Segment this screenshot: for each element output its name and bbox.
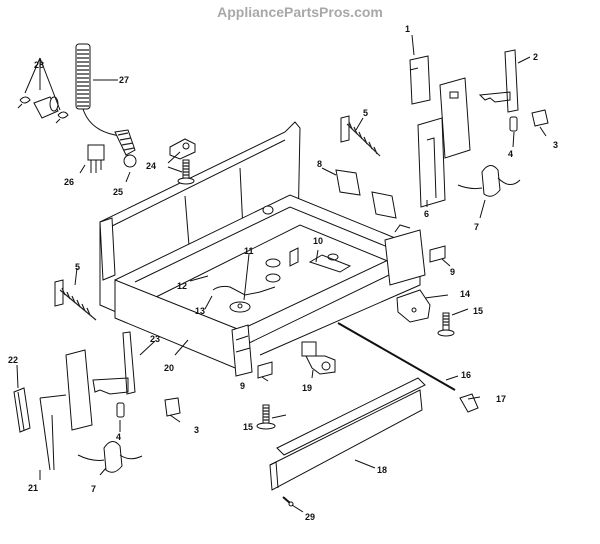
callout-17[interactable]: 17 (496, 394, 506, 404)
hinge-bracket-part-2[interactable] (478, 49, 519, 113)
callout-3-top[interactable]: 3 (553, 140, 558, 150)
callout-25[interactable]: 25 (113, 187, 123, 197)
door-switch-part-7-left[interactable] (77, 441, 143, 473)
wire-harness-part-13[interactable] (212, 285, 276, 296)
leader-lines (16, 34, 547, 513)
switch-part-3[interactable] (531, 109, 549, 127)
spring-part-5-left[interactable] (54, 279, 97, 321)
callout-22[interactable]: 22 (8, 355, 18, 365)
callout-21[interactable]: 21 (28, 483, 38, 493)
callout-24[interactable]: 24 (146, 161, 156, 171)
watermark: AppliancePartsPros.com (217, 4, 383, 20)
callout-29[interactable]: 29 (305, 512, 315, 522)
rod-part-16[interactable] (337, 322, 456, 391)
callout-12[interactable]: 12 (177, 281, 187, 291)
float-part-11[interactable] (229, 301, 251, 313)
callout-7-left[interactable]: 7 (91, 484, 96, 494)
callout-16[interactable]: 16 (461, 370, 471, 380)
callout-14[interactable]: 14 (460, 289, 470, 299)
leveling-leg-part-24[interactable] (169, 138, 196, 185)
callout-26[interactable]: 26 (64, 177, 74, 187)
hose-coupling-part-28[interactable] (17, 96, 69, 124)
callout-1[interactable]: 1 (405, 24, 410, 34)
leveling-leg-part-15-left[interactable] (256, 404, 276, 430)
grommet-part-25[interactable] (123, 154, 137, 168)
base-frame-part-20[interactable] (99, 121, 426, 377)
callout-23[interactable]: 23 (150, 334, 160, 344)
latch-part-22[interactable] (13, 387, 31, 433)
callout-labels: 1 2 3 3 4 4 5 5 6 7 7 8 9 9 10 11 12 13 … (8, 24, 558, 522)
cap-part-17[interactable] (459, 393, 479, 413)
callout-13[interactable]: 13 (195, 306, 205, 316)
callout-15-right[interactable]: 15 (473, 306, 483, 316)
screw-part-29[interactable] (282, 496, 294, 507)
latch-bracket-part-21[interactable] (39, 349, 93, 471)
callout-27[interactable]: 27 (119, 75, 129, 85)
callout-2[interactable]: 2 (533, 52, 538, 62)
spring-part-5-top[interactable] (340, 115, 381, 157)
callout-10[interactable]: 10 (313, 236, 323, 246)
bracket-part-14[interactable] (396, 289, 431, 323)
door-switch-part-7[interactable] (457, 165, 521, 197)
callout-5-left[interactable]: 5 (75, 262, 80, 272)
leveling-leg-part-15-right[interactable] (437, 312, 455, 337)
fill-hose-part-27[interactable] (75, 43, 136, 156)
latch-bracket-part-6[interactable] (417, 77, 471, 208)
callout-19[interactable]: 19 (302, 383, 312, 393)
callout-9-left[interactable]: 9 (240, 381, 245, 391)
callout-7-top[interactable]: 7 (474, 222, 479, 232)
callout-11[interactable]: 11 (244, 246, 254, 256)
callout-4-top[interactable]: 4 (508, 149, 513, 159)
callout-6[interactable]: 6 (424, 209, 429, 219)
callout-9-right[interactable]: 9 (450, 267, 455, 277)
switch-part-3-left[interactable] (164, 397, 181, 417)
inlet-valve-part-19[interactable] (301, 341, 336, 375)
clip-part-9-right[interactable] (429, 245, 446, 263)
bracket-part-1[interactable] (409, 55, 431, 105)
callout-3-left[interactable]: 3 (194, 425, 199, 435)
clip-part-9-left[interactable] (257, 361, 273, 379)
spring-part-4-left[interactable] (116, 402, 125, 418)
spring-part-4[interactable] (509, 116, 518, 132)
callout-5-top[interactable]: 5 (363, 108, 368, 118)
hinge-bracket-part-23[interactable] (92, 331, 136, 395)
grommet-part-10[interactable] (265, 247, 299, 283)
callout-18[interactable]: 18 (377, 465, 387, 475)
callout-28[interactable]: 28 (34, 60, 44, 70)
callout-4-left[interactable]: 4 (116, 432, 121, 442)
toe-kick-panel-part-18[interactable] (269, 377, 426, 491)
callout-8[interactable]: 8 (317, 159, 322, 169)
callout-20[interactable]: 20 (164, 363, 174, 373)
terminal-block-part-8[interactable] (335, 169, 397, 219)
callout-15-left[interactable]: 15 (243, 422, 253, 432)
clip-part-26[interactable] (87, 144, 105, 173)
